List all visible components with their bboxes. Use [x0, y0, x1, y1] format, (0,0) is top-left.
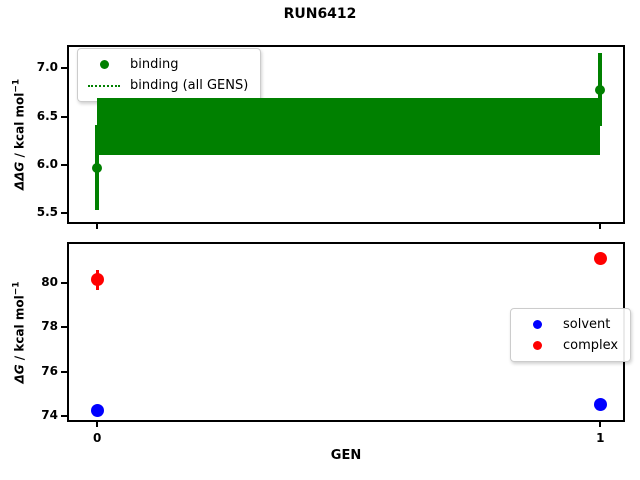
x-tick [96, 223, 99, 229]
ylabel-exponent: −1 [11, 78, 22, 93]
y-tick [61, 212, 68, 215]
y-tick [61, 163, 68, 166]
legend-label: complex [563, 338, 619, 353]
dotted-line-icon [88, 84, 120, 87]
binding-marker-icon [99, 60, 109, 69]
y-tick [61, 67, 68, 70]
ylabel-units: / kcal mol [12, 92, 27, 162]
legend-item-binding: binding [86, 54, 248, 75]
y-tick-label: 5.5 [36, 205, 58, 220]
x-tick-label: 1 [596, 431, 605, 445]
y-tick-label: 6.0 [36, 156, 58, 171]
y-tick [61, 115, 68, 118]
legend-solvent-complex: solvent complex [510, 308, 632, 362]
legend-item-complex: complex [519, 335, 618, 356]
uncertainty-band-binding-all-GENS- [97, 98, 601, 156]
data-point-solvent [90, 403, 104, 417]
y-tick-label: 78 [41, 319, 58, 334]
legend-item-binding-all-gens: binding (all GENS) [86, 75, 248, 96]
y-tick [61, 326, 68, 329]
data-point-complex [90, 273, 104, 287]
y-tick-label: 76 [41, 363, 58, 378]
legend-binding: binding binding (all GENS) [77, 48, 262, 102]
y-tick-label: 74 [41, 407, 58, 422]
y-tick-label: 6.5 [36, 108, 58, 123]
y-tick [61, 281, 68, 284]
legend-item-solvent: solvent [519, 314, 618, 335]
x-tick [599, 223, 602, 229]
y-tick-label: 7.0 [36, 60, 58, 75]
figure-title: RUN6412 [283, 6, 357, 22]
x-tick [96, 421, 99, 427]
complex-marker-icon [532, 341, 542, 350]
data-point-binding [595, 84, 606, 95]
x-axis-label: GEN [330, 448, 362, 463]
legend-label: binding [130, 57, 179, 72]
legend-label: solvent [563, 317, 611, 332]
x-tick [599, 421, 602, 427]
solvent-marker-icon [532, 320, 542, 329]
data-point-solvent [593, 398, 607, 412]
y-tick-label: 80 [41, 274, 58, 289]
x-tick-label: 0 [92, 431, 102, 445]
y-tick [61, 370, 68, 373]
y-tick [61, 414, 68, 417]
data-point-binding [92, 162, 103, 173]
top-axes [67, 45, 625, 224]
data-point-complex [593, 252, 607, 266]
legend-label: binding (all GENS) [130, 78, 249, 93]
